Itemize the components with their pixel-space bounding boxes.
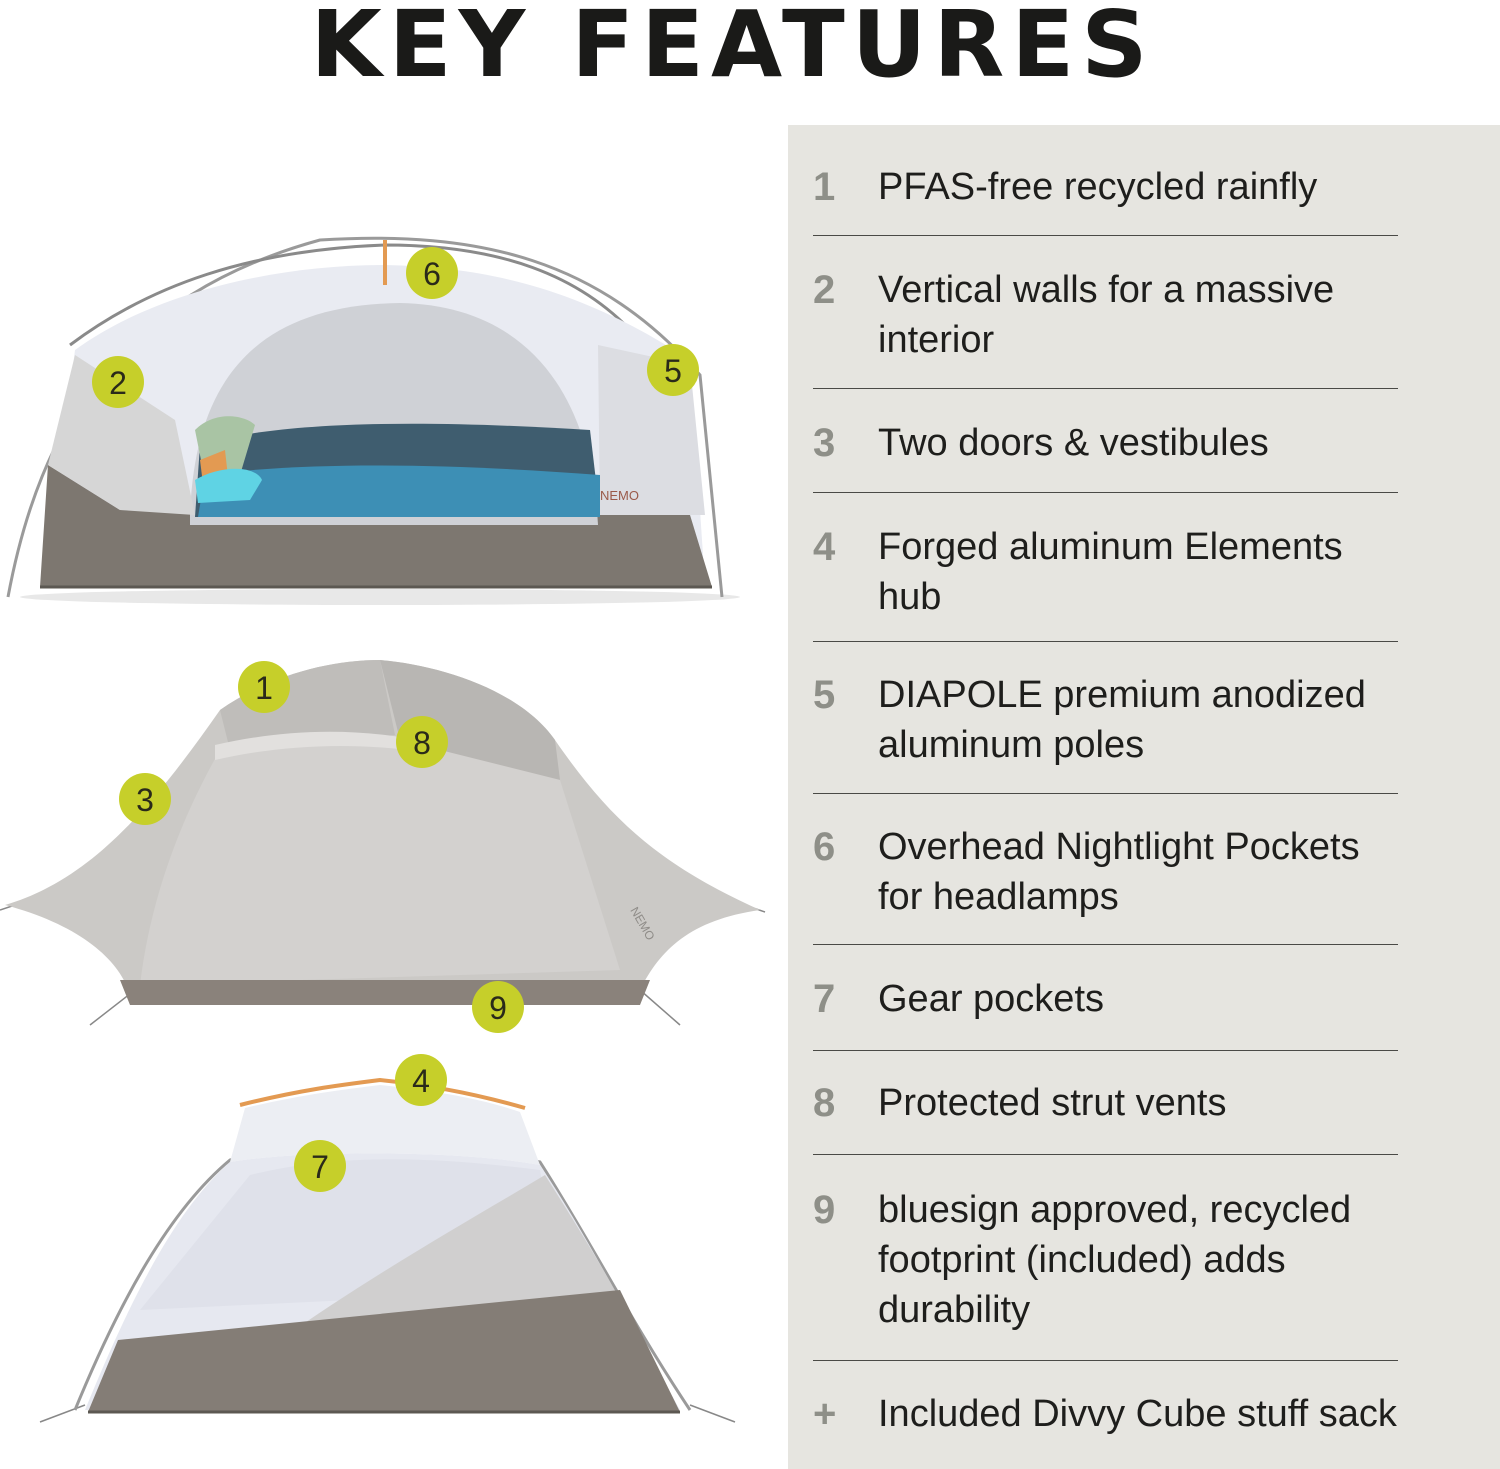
feature-number: 4: [813, 525, 836, 569]
divider: [813, 1360, 1398, 1361]
feature-number: 7: [813, 977, 836, 1021]
feature-text: Included Divvy Cube stuff sack: [878, 1393, 1397, 1435]
svg-text:6: 6: [423, 256, 441, 292]
svg-text:3: 3: [136, 782, 154, 818]
page-title: KEY FEATURES: [310, 0, 1155, 98]
svg-text:5: 5: [664, 353, 682, 389]
callout-1: 1: [238, 661, 290, 713]
tent-rainfly-photo: NEMO 1 8 3 9: [0, 660, 766, 1033]
divider: [813, 641, 1398, 642]
feature-text: Forged aluminum Elements hub: [878, 526, 1343, 618]
feature-number: 5: [813, 673, 836, 717]
feature-number: 2: [813, 268, 836, 312]
divider: [813, 944, 1398, 945]
callout-4: 4: [395, 1054, 447, 1106]
feature-number: 9: [813, 1188, 836, 1232]
svg-text:4: 4: [412, 1063, 430, 1099]
feature-text: bluesign approved, recycled footprint (i…: [878, 1189, 1352, 1331]
feature-number: 8: [813, 1081, 836, 1125]
callout-2: 2: [92, 356, 144, 408]
divider: [813, 388, 1398, 389]
feature-text: Protected strut vents: [878, 1082, 1227, 1124]
tent-body-photo: 4 7: [39, 1054, 736, 1423]
feature-text: PFAS-free recycled rainfly: [878, 166, 1318, 208]
svg-text:1: 1: [255, 670, 273, 706]
feature-number: +: [813, 1392, 837, 1436]
callout-5: 5: [647, 344, 699, 396]
svg-text:9: 9: [489, 990, 507, 1026]
feature-text: Gear pockets: [878, 978, 1104, 1020]
features-panel: 1 PFAS-free recycled rainfly 2 Vertical …: [788, 125, 1500, 1469]
svg-text:7: 7: [311, 1149, 329, 1185]
feature-number: 1: [813, 165, 836, 209]
callout-3: 3: [119, 773, 171, 825]
feature-text: Two doors & vestibules: [878, 422, 1269, 464]
callout-9: 9: [472, 981, 524, 1033]
tent-interior-photo: NEMO 6 2 5: [6, 236, 740, 605]
divider: [813, 793, 1398, 794]
feature-text: Vertical walls for a massive interior: [878, 269, 1335, 361]
callout-7: 7: [294, 1140, 346, 1192]
feature-number: 6: [813, 825, 836, 869]
callout-8: 8: [396, 716, 448, 768]
divider: [813, 492, 1398, 493]
nemo-logo: NEMO: [600, 488, 639, 503]
divider: [813, 1050, 1398, 1051]
svg-text:8: 8: [413, 725, 431, 761]
feature-number: 3: [813, 421, 836, 465]
svg-text:2: 2: [109, 365, 127, 401]
divider: [813, 235, 1398, 236]
feature-text: DIAPOLE premium anodized aluminum poles: [878, 674, 1366, 766]
callout-6: 6: [406, 247, 458, 299]
divider: [813, 1154, 1398, 1155]
feature-text: Overhead Nightlight Pockets for headlamp…: [878, 826, 1360, 918]
